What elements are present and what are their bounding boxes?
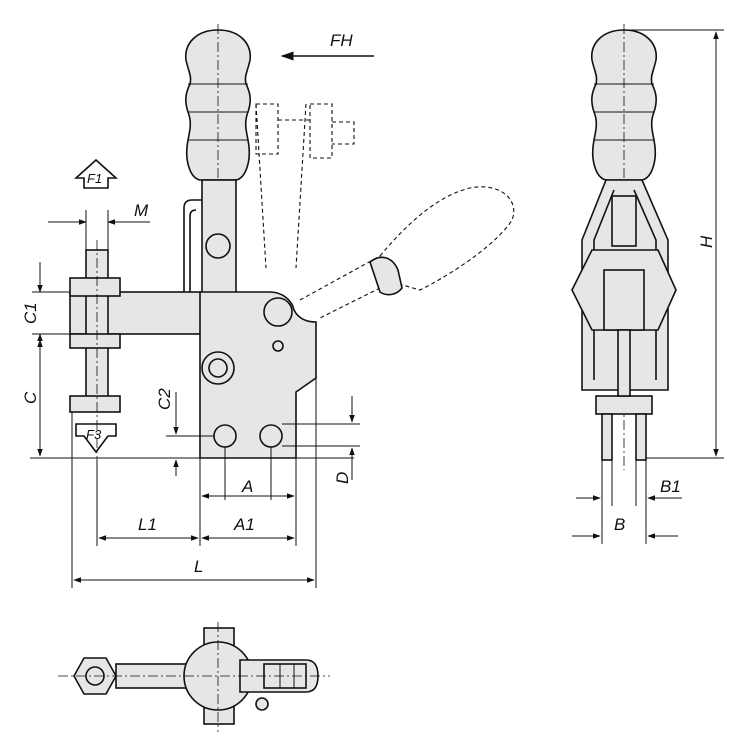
label-l: L: [194, 557, 203, 576]
label-c2: C2: [155, 388, 174, 410]
label-a: A: [241, 477, 253, 496]
side-view: H B1 B: [571, 24, 724, 544]
label-l1: L1: [138, 515, 157, 534]
base-body: [199, 291, 317, 459]
mounting-hole: [259, 424, 283, 448]
u-bar: [183, 199, 202, 295]
label-c: C: [21, 391, 40, 404]
force-f3-arrow: [75, 423, 117, 454]
front-view: FH F1 F3 M C1 C C2 D: [21, 24, 515, 588]
hex-nut: [69, 395, 121, 413]
label-fh: FH: [330, 31, 353, 50]
label-b1: B1: [660, 477, 681, 496]
label-c1: C1: [21, 302, 40, 324]
hex-nut: [69, 277, 121, 297]
force-f1-arrow: [73, 158, 119, 189]
label-b: B: [614, 515, 625, 534]
label-h: H: [697, 235, 716, 248]
label-a1: A1: [233, 515, 255, 534]
mounting-hole: [213, 424, 237, 448]
pivot-upper: [205, 233, 231, 259]
top-view: [58, 622, 330, 732]
label-m: M: [134, 201, 149, 220]
open-position-outline: [255, 103, 267, 269]
label-f3: F3: [86, 427, 102, 442]
label-f1: F1: [87, 171, 102, 186]
hex-nut: [69, 333, 121, 349]
label-d: D: [333, 472, 352, 484]
